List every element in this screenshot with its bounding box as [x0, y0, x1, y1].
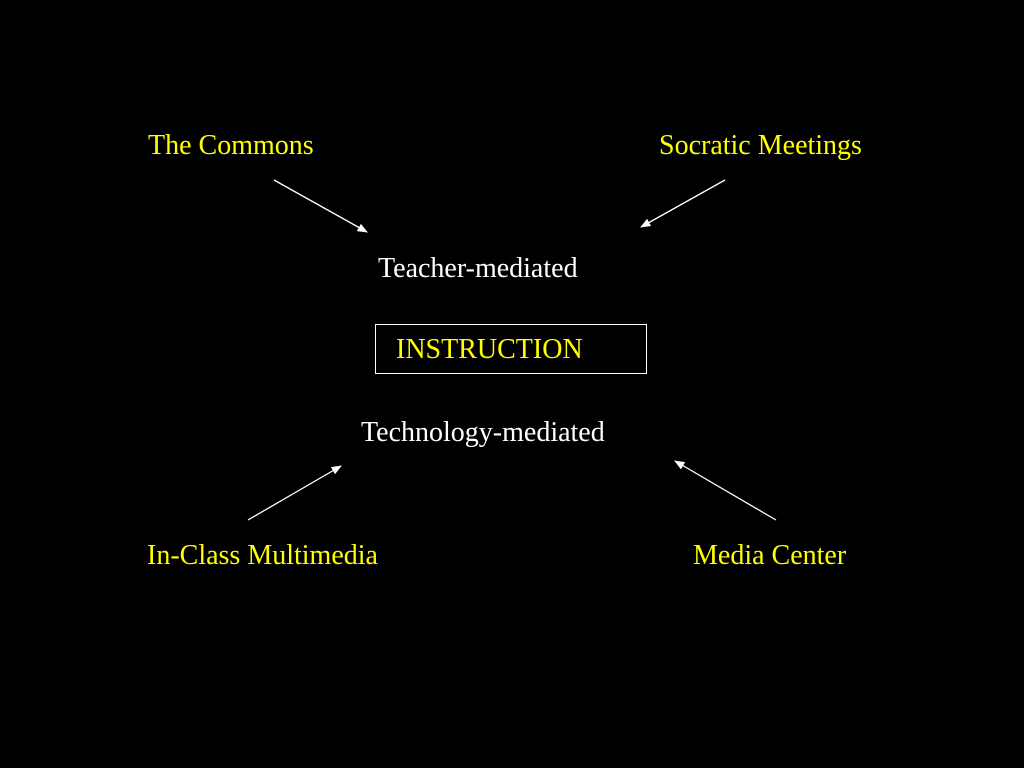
instruction-box: INSTRUCTION — [375, 324, 647, 374]
arrow-mediacenter-to-technology — [674, 460, 777, 521]
label-in-class-multimedia: In-Class Multimedia — [147, 540, 378, 571]
label-media-center: Media Center — [693, 540, 847, 571]
arrow-inclass-to-technology — [247, 465, 342, 521]
arrow-commons-to-teacher — [273, 179, 368, 233]
label-socratic-meetings: Socratic Meetings — [659, 130, 862, 161]
label-teacher-mediated: Teacher-mediated — [378, 253, 578, 284]
label-instruction: INSTRUCTION — [396, 334, 583, 365]
label-technology-mediated: Technology-mediated — [361, 417, 605, 448]
arrow-socratic-to-teacher — [640, 179, 726, 228]
label-the-commons: The Commons — [148, 130, 314, 161]
